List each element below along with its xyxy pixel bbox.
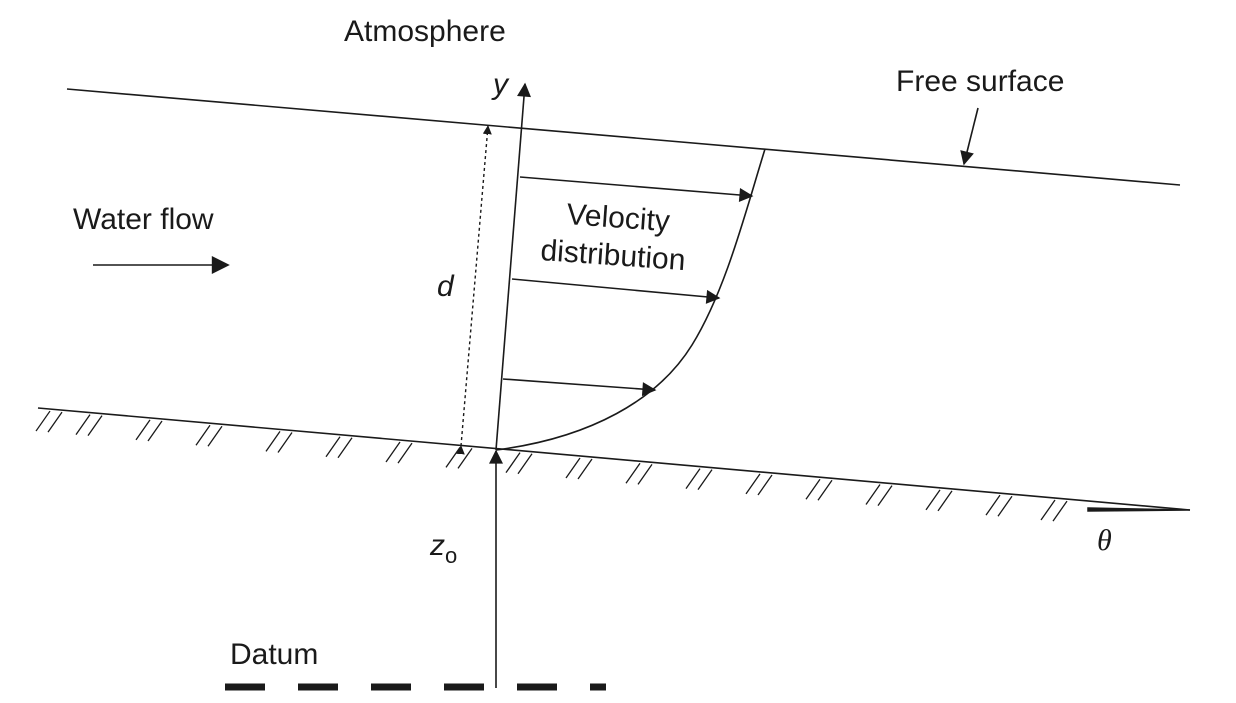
velocity-arrow-top [519,176,754,202]
free-surface-label: Free surface [896,65,1064,98]
hatch-mark [325,436,341,458]
y-axis-label: y [491,68,510,101]
bed-hatching [35,410,1068,522]
velocity-arrow-middle [511,278,721,304]
free-surface-line [66,88,1181,186]
hatch-mark [147,420,163,442]
depth-dimension-line [455,125,492,455]
atmosphere-label: Atmosphere [344,15,506,48]
velocity-label-line2: distribution [540,234,687,277]
hatch-mark [75,414,91,435]
hatch-mark [457,448,473,469]
theta-label: θ [1097,524,1112,557]
velocity-profile-curve [495,148,766,451]
water-flow-label: Water flow [73,203,214,236]
hatch-mark [925,489,941,511]
hatch-mark [997,495,1013,517]
free-surface-pointer-arrow [960,107,979,166]
y-axis-arrow [495,82,531,451]
hatch-mark [937,490,953,512]
hatch-mark [445,446,461,468]
velocity-arrow-bottom [502,378,657,397]
hatch-mark [685,468,701,489]
hatch-mark [637,463,653,485]
hatch-mark [697,469,713,491]
hatch-mark [985,494,1001,516]
hatch-mark [1040,499,1056,521]
hatch-mark [877,485,893,506]
elevation-subscript: o [445,543,457,568]
hatch-mark [195,424,211,446]
hatch-mark [1052,500,1068,522]
datum-label: Datum [230,638,318,671]
elevation-z: z [429,529,445,562]
hatch-mark [35,410,51,432]
hatch-mark [745,473,761,495]
hatch-mark [87,415,103,437]
hatch-mark [817,479,833,501]
hatch-mark [757,474,773,496]
hatch-mark [625,462,641,484]
hatch-mark [517,453,533,475]
hatch-mark [277,432,293,453]
depth-label: d [437,270,455,303]
hatch-mark [207,425,223,447]
hatch-mark [805,478,821,500]
hatch-mark [397,442,413,464]
hatch-mark [337,437,353,459]
elevation-label: zo [429,529,457,568]
hatch-mark [265,431,281,452]
hatch-mark [577,458,593,480]
slope-angle-wedge [1087,507,1191,512]
hatch-mark [135,419,151,441]
hatch-mark [565,457,581,479]
channel-bed-line [37,407,1191,511]
velocity-label-line1: Velocity [566,198,671,238]
hatch-mark [385,441,401,463]
hatch-mark [865,484,881,505]
hatch-mark [47,411,63,433]
hatch-mark [505,452,521,474]
